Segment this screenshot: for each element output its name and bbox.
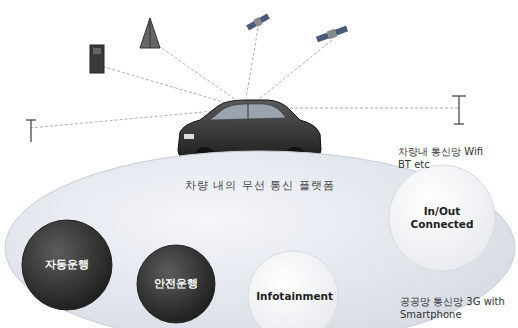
function-label: 자동운행 <box>30 258 104 271</box>
function-circle: Infotainment <box>247 250 339 328</box>
function-circle: 자동운행 <box>21 219 113 311</box>
network-note: 차량내 통신망 Wifi BT etc <box>398 146 486 171</box>
function-circle: In/Out Connected <box>388 164 496 272</box>
function-circle: 안전운행 <box>136 244 216 324</box>
circle-outline <box>247 250 339 328</box>
function-label: In/Out Connected <box>399 205 485 230</box>
function-label: Infotainment <box>256 290 330 303</box>
network-note: 공공망 통신망 3G with Smartphone <box>400 296 512 321</box>
function-label: 안전운행 <box>144 277 208 290</box>
